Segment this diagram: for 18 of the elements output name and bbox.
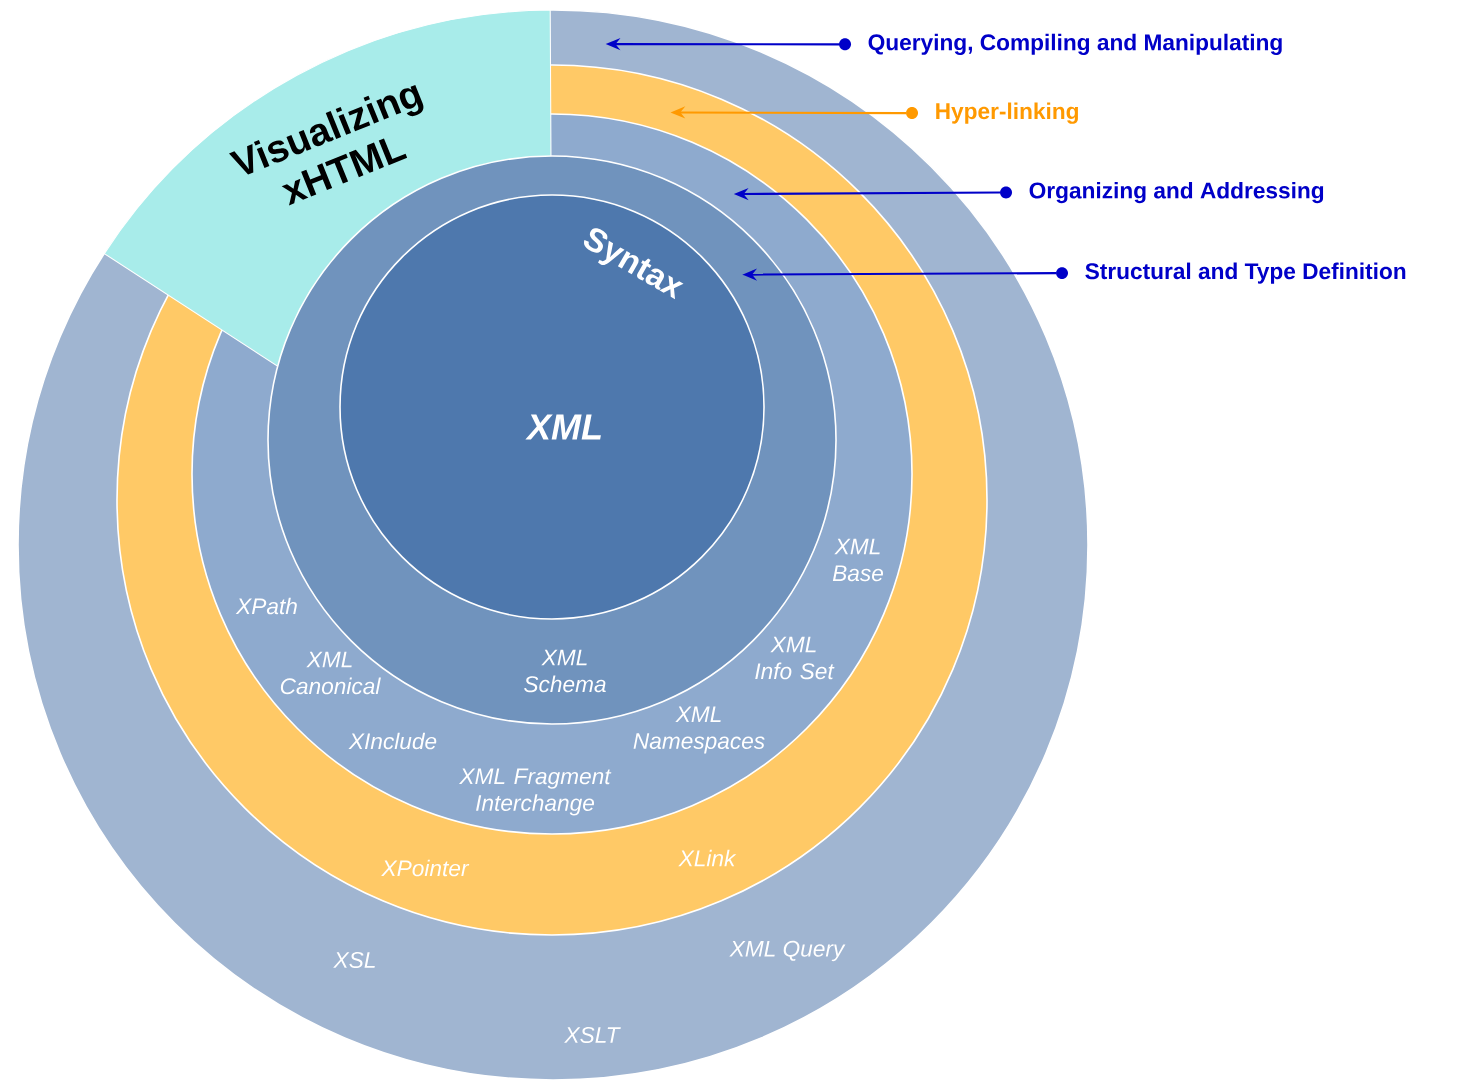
ring-label: XML Query: [729, 940, 846, 962]
callout-label: Organizing and Addressing: [1029, 181, 1324, 204]
ring-label: XML Schema: [524, 649, 606, 693]
ring-label: XLink: [678, 849, 737, 867]
ring-label: XML: [525, 414, 601, 440]
ring-label: XPointer: [381, 859, 470, 877]
callout-label: Structural and Type Definition: [1085, 262, 1406, 284]
ring-label: XML Info Set: [755, 636, 835, 680]
ring-label: XML Base: [832, 538, 883, 582]
callout-label: Querying, Compiling and Manipulating: [868, 33, 1282, 55]
callout-label: Hyper-linking: [936, 102, 1078, 124]
ring-label: XSL: [333, 951, 375, 969]
ring-label: XPath: [235, 597, 297, 615]
ring-label: XSLT: [564, 1026, 621, 1044]
ring-label: XML Namespaces: [633, 706, 765, 754]
ring-label: XInclude: [348, 732, 437, 750]
ring-label: XML Fragment Interchange: [459, 768, 612, 816]
ring-label: XML Canonical: [280, 651, 381, 695]
